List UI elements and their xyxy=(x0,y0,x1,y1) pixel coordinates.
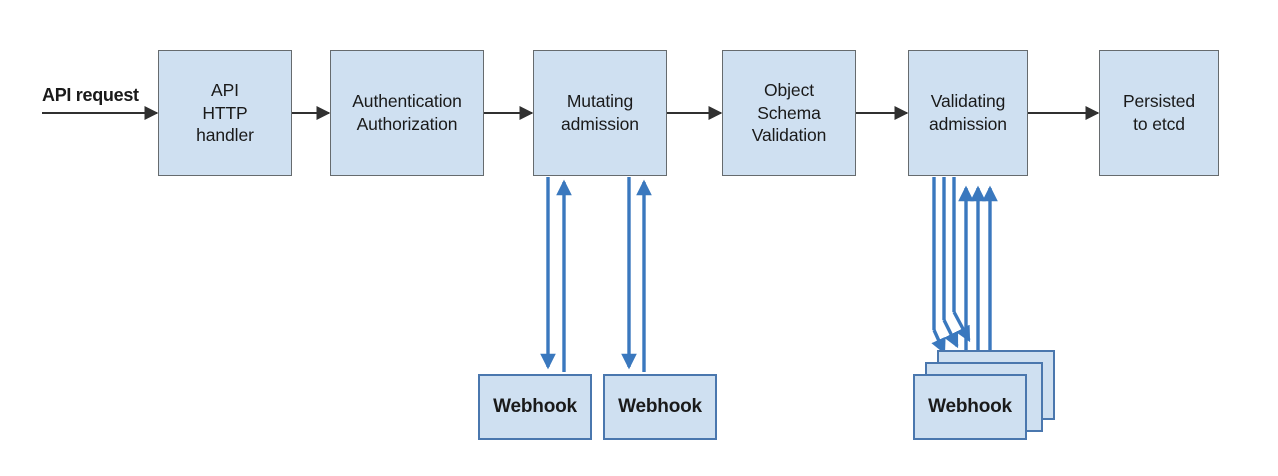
stage-api-http-handler[interactable]: API HTTP handler xyxy=(158,50,292,176)
validating-webhook-up-arrows xyxy=(958,185,998,372)
stage-object-schema-validation[interactable]: Object Schema Validation xyxy=(722,50,856,176)
webhook-validating-stack-front[interactable]: Webhook xyxy=(913,374,1027,440)
stage-persisted-to-etcd[interactable]: Persisted to etcd xyxy=(1099,50,1219,176)
stage-mutating-admission[interactable]: Mutating admission xyxy=(533,50,667,176)
arrow-down-validating-webhook-2b xyxy=(942,319,959,349)
validating-webhook-down-arrows xyxy=(931,177,971,355)
mutating-webhook-1-arrows xyxy=(540,177,572,372)
webhook-mutating-1[interactable]: Webhook xyxy=(478,374,592,440)
stage-authentication-authorization[interactable]: Authentication Authorization xyxy=(330,50,484,176)
entry-label: API request xyxy=(42,85,139,105)
mutating-webhook-2-arrows xyxy=(621,177,652,372)
arrow-down-validating-webhook-1b xyxy=(931,329,946,355)
webhook-mutating-2[interactable]: Webhook xyxy=(603,374,717,440)
stage-validating-admission[interactable]: Validating admission xyxy=(908,50,1028,176)
